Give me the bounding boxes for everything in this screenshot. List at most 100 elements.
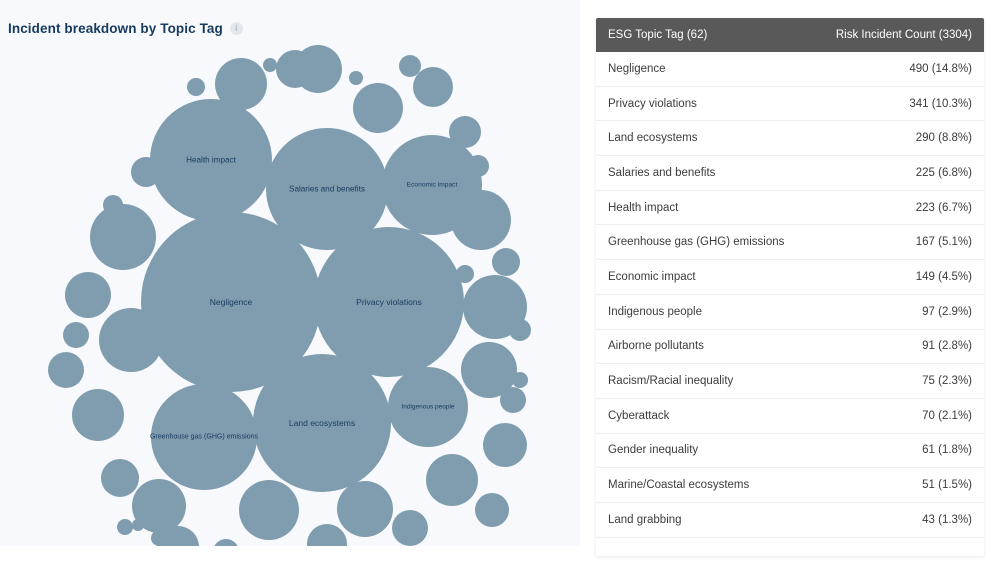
table-row[interactable]: Airborne pollutants 91 (2.8%) bbox=[596, 329, 984, 365]
table-row[interactable]: Marine/Coastal ecosystems 51 (1.5%) bbox=[596, 468, 984, 503]
bubble-minor[interactable] bbox=[500, 387, 526, 413]
cell-incident-count: 97 (2.9%) bbox=[922, 305, 972, 318]
cell-topic-tag: Gender inequality bbox=[608, 444, 699, 457]
cell-topic-tag: Marine/Coastal ecosystems bbox=[608, 479, 750, 492]
bubble-minor[interactable] bbox=[493, 285, 503, 295]
bubble-major[interactable] bbox=[266, 128, 388, 250]
table-row[interactable]: Land grabbing 43 (1.3%) bbox=[596, 502, 984, 538]
bubble-minor[interactable] bbox=[157, 526, 199, 546]
bubble-minor[interactable] bbox=[353, 83, 403, 133]
table-row[interactable]: Gender inequality 61 (1.8%) bbox=[596, 433, 984, 469]
cell-topic-tag: Racism/Racial inequality bbox=[608, 375, 734, 388]
cell-topic-tag: Health impact bbox=[608, 201, 679, 214]
cell-incident-count: 75 (2.3%) bbox=[922, 375, 972, 388]
bubble-minor[interactable] bbox=[483, 423, 527, 467]
cell-topic-tag: Privacy violations bbox=[608, 97, 697, 110]
cell-incident-count: 225 (6.8%) bbox=[915, 166, 972, 179]
bubble-minor[interactable] bbox=[103, 195, 123, 215]
bubble-major[interactable] bbox=[150, 99, 272, 221]
table-row[interactable]: Racism/Racial inequality 75 (2.3%) bbox=[596, 364, 984, 399]
bubble-minor[interactable] bbox=[276, 50, 314, 88]
cell-topic-tag: Indigenous people bbox=[608, 305, 702, 318]
bubble-minor[interactable] bbox=[475, 493, 509, 527]
cell-incident-count: 51 (1.5%) bbox=[922, 479, 972, 492]
bubble-minor[interactable] bbox=[337, 481, 393, 537]
bubble-minor[interactable] bbox=[151, 530, 167, 546]
table-footer-spacer bbox=[596, 537, 984, 556]
table-row[interactable]: Greenhouse gas (GHG) emissions 167 (5.1%) bbox=[596, 225, 984, 261]
column-header-topic-tag[interactable]: ESG Topic Tag (62) bbox=[608, 29, 708, 41]
table-row[interactable]: Economic impact 149 (4.5%) bbox=[596, 260, 984, 295]
table-row[interactable]: Health impact 223 (6.7%) bbox=[596, 190, 984, 226]
cell-incident-count: 43 (1.3%) bbox=[922, 513, 972, 526]
bubble-major[interactable] bbox=[388, 367, 468, 447]
table-row[interactable]: Land ecosystems 290 (8.8%) bbox=[596, 121, 984, 157]
cell-incident-count: 91 (2.8%) bbox=[922, 340, 972, 353]
bubble-minor[interactable] bbox=[72, 389, 124, 441]
bubble-major[interactable] bbox=[253, 354, 391, 492]
table-row[interactable]: Cyberattack 70 (2.1%) bbox=[596, 398, 984, 434]
cell-topic-tag: Cyberattack bbox=[608, 409, 670, 422]
bubble-minor[interactable] bbox=[512, 372, 528, 388]
bubble-minor[interactable] bbox=[509, 319, 531, 341]
bubble-major[interactable] bbox=[151, 384, 257, 490]
cell-incident-count: 223 (6.7%) bbox=[915, 201, 972, 214]
bubble-major[interactable] bbox=[382, 135, 482, 235]
table-row[interactable]: Privacy violations 341 (10.3%) bbox=[596, 86, 984, 122]
bubble-chart-panel: Incident breakdown by Topic Tag i Neglig… bbox=[0, 21, 580, 546]
cell-topic-tag: Land ecosystems bbox=[608, 132, 698, 145]
cell-topic-tag: Economic impact bbox=[608, 270, 696, 283]
bubble-minor[interactable] bbox=[48, 352, 84, 388]
topic-tag-table: ESG Topic Tag (62) Risk Incident Count (… bbox=[596, 18, 984, 556]
bubble-minor[interactable] bbox=[413, 67, 453, 107]
bubble-minor[interactable] bbox=[432, 479, 444, 491]
cell-incident-count: 341 (10.3%) bbox=[909, 97, 972, 110]
cell-topic-tag: Negligence bbox=[608, 62, 666, 75]
bubble-minor[interactable] bbox=[399, 55, 421, 77]
bubble-minor[interactable] bbox=[463, 275, 527, 339]
bubble-minor[interactable] bbox=[132, 519, 144, 531]
bubble-minor[interactable] bbox=[461, 342, 517, 398]
bubble-minor[interactable] bbox=[492, 248, 520, 276]
bubble-minor[interactable] bbox=[263, 58, 277, 72]
bubble-major[interactable] bbox=[141, 212, 321, 392]
bubble-minor[interactable] bbox=[307, 524, 347, 546]
chart-title-row: Incident breakdown by Topic Tag i bbox=[8, 21, 243, 36]
bubble-minor[interactable] bbox=[117, 519, 133, 535]
bubble-minor[interactable] bbox=[349, 71, 363, 85]
cell-topic-tag: Greenhouse gas (GHG) emissions bbox=[608, 236, 785, 249]
table-header-row: ESG Topic Tag (62) Risk Incident Count (… bbox=[596, 18, 984, 52]
bubble-minor[interactable] bbox=[187, 78, 205, 96]
column-header-incident-count[interactable]: Risk Incident Count (3304) bbox=[835, 29, 972, 41]
cell-incident-count: 490 (14.8%) bbox=[909, 62, 972, 75]
cell-topic-tag: Salaries and benefits bbox=[608, 166, 716, 179]
bubble-minor[interactable] bbox=[101, 459, 139, 497]
cell-incident-count: 70 (2.1%) bbox=[922, 409, 972, 422]
bubble-major[interactable] bbox=[314, 227, 464, 377]
table-row[interactable]: Negligence 490 (14.8%) bbox=[596, 52, 984, 87]
info-icon[interactable]: i bbox=[229, 22, 243, 35]
table-row[interactable]: Indigenous people 97 (2.9%) bbox=[596, 294, 984, 330]
cell-incident-count: 290 (8.8%) bbox=[915, 132, 972, 145]
table-row[interactable]: Salaries and benefits 225 (6.8%) bbox=[596, 156, 984, 191]
bubble-minor[interactable] bbox=[167, 501, 177, 511]
bubble-minor[interactable] bbox=[213, 539, 239, 546]
bubble-minor[interactable] bbox=[90, 204, 156, 270]
bubble-minor[interactable] bbox=[132, 479, 186, 533]
cell-topic-tag: Airborne pollutants bbox=[608, 340, 704, 353]
bubble-minor[interactable] bbox=[426, 454, 478, 506]
bubble-minor[interactable] bbox=[449, 116, 481, 148]
bubble-minor[interactable] bbox=[63, 322, 89, 348]
bubble-minor[interactable] bbox=[65, 272, 111, 318]
bubble-minor[interactable] bbox=[392, 510, 428, 546]
bubble-minor[interactable] bbox=[456, 265, 474, 283]
cell-incident-count: 149 (4.5%) bbox=[915, 270, 972, 283]
bubble-minor[interactable] bbox=[215, 58, 267, 110]
cell-topic-tag: Land grabbing bbox=[608, 513, 682, 526]
page-title: Incident breakdown by Topic Tag bbox=[8, 21, 223, 36]
cell-incident-count: 61 (1.8%) bbox=[922, 444, 972, 457]
bubble-minor[interactable] bbox=[239, 480, 299, 540]
cell-incident-count: 167 (5.1%) bbox=[915, 236, 972, 249]
